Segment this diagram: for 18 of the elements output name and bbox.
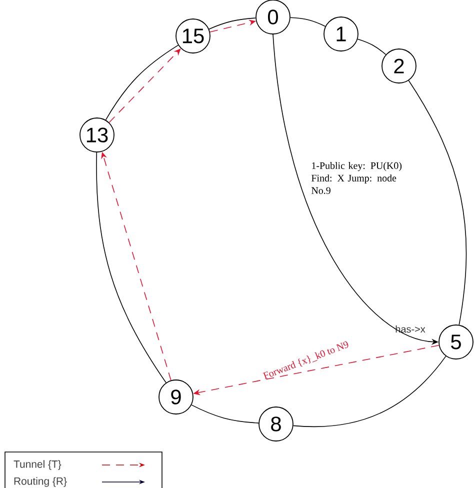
node-note: has->x	[396, 325, 426, 333]
edge-label: 1-Public key: PU(K0) Find: X Jump: node No.9	[312, 162, 402, 194]
ring-node: 15	[176, 18, 210, 54]
ring-line	[408, 80, 467, 326]
ring-line	[208, 18, 256, 30]
ring-node: 5	[438, 324, 474, 360]
ring-line	[357, 38, 386, 55]
ring-node: 13	[80, 118, 114, 152]
ring-node: 0	[256, 0, 290, 34]
ring-node: 8	[258, 406, 294, 442]
ring-line	[191, 404, 259, 424]
ring-node: 1	[324, 16, 358, 52]
legend-text: Routing {R}	[14, 477, 67, 487]
ring-line	[292, 356, 446, 428]
ring-node: 9	[158, 380, 194, 414]
legend-text: Tunnel {T}	[14, 460, 62, 470]
ring-line	[290, 17, 326, 27]
ring-node: 2	[382, 48, 416, 84]
